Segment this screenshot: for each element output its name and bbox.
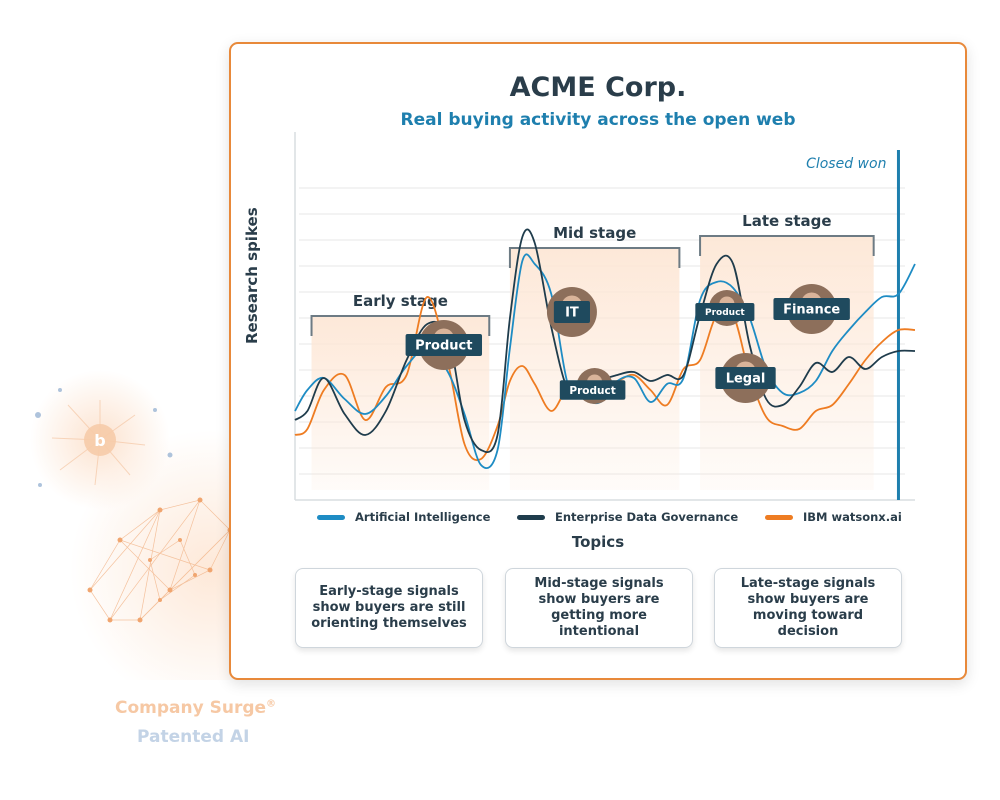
annotation-tag: [773, 298, 850, 320]
closed-won-label: Closed won: [806, 156, 886, 172]
chart-legend: Artificial Intelligence Enterprise Data …: [317, 510, 937, 530]
annotation-tag: [695, 303, 755, 321]
line-chart: Early stage Mid stage Late stage Closed won…: [294, 132, 916, 501]
annotation-label: Product: [705, 308, 745, 318]
x-axis-label: Topics: [571, 533, 625, 551]
legend-swatch: [317, 514, 345, 520]
stage-bracket: [310, 315, 491, 336]
stage-label: Early stage: [353, 292, 448, 310]
info-box-early-stage: Early-stage signals show buyers are stil…: [295, 568, 483, 648]
page-subtitle: Real buying activity across the open web: [400, 110, 796, 130]
annotation-label: Product: [569, 385, 615, 397]
annotation-tag: [715, 367, 776, 389]
stage-label: Mid stage: [553, 224, 636, 242]
legend-swatch: [765, 514, 793, 520]
legend-item-enterprise-data-governance: Enterprise Data Governance: [517, 510, 738, 524]
brand-logo-glyph: b: [94, 431, 105, 450]
annotation-label: Product: [415, 339, 472, 354]
stage-bracket: [508, 247, 681, 268]
legend-label: IBM watsonx.ai: [803, 510, 902, 524]
page-title: ACME Corp.: [509, 72, 687, 103]
stage-label: Late stage: [742, 212, 831, 230]
annotation-label: Finance: [783, 303, 840, 318]
annotation-tag: [553, 301, 590, 323]
legend-label: Enterprise Data Governance: [555, 510, 739, 524]
stage-bracket: [699, 235, 875, 256]
legend-item-artificial-intelligence: Artificial Intelligence: [317, 510, 490, 524]
brand-tagline: Patented AI: [137, 727, 250, 747]
info-box-mid-stage: Mid-stage signals show buyers are gettin…: [505, 568, 693, 648]
info-box-late-stage: Late-stage signals show buyers are movin…: [714, 568, 902, 648]
annotation-tag: [559, 380, 626, 400]
legend-item-ibm-watsonx: IBM watsonx.ai: [765, 510, 902, 524]
legend-label: Artificial Intelligence: [355, 510, 491, 524]
chart-card: ACME Corp. Real buying activity across t…: [229, 42, 967, 680]
annotation-label: Legal: [726, 372, 766, 387]
brand-name: Company Surge®: [115, 698, 277, 718]
annotation-label: IT: [565, 306, 579, 321]
annotation-tag: [405, 334, 483, 356]
legend-swatch: [517, 514, 545, 520]
